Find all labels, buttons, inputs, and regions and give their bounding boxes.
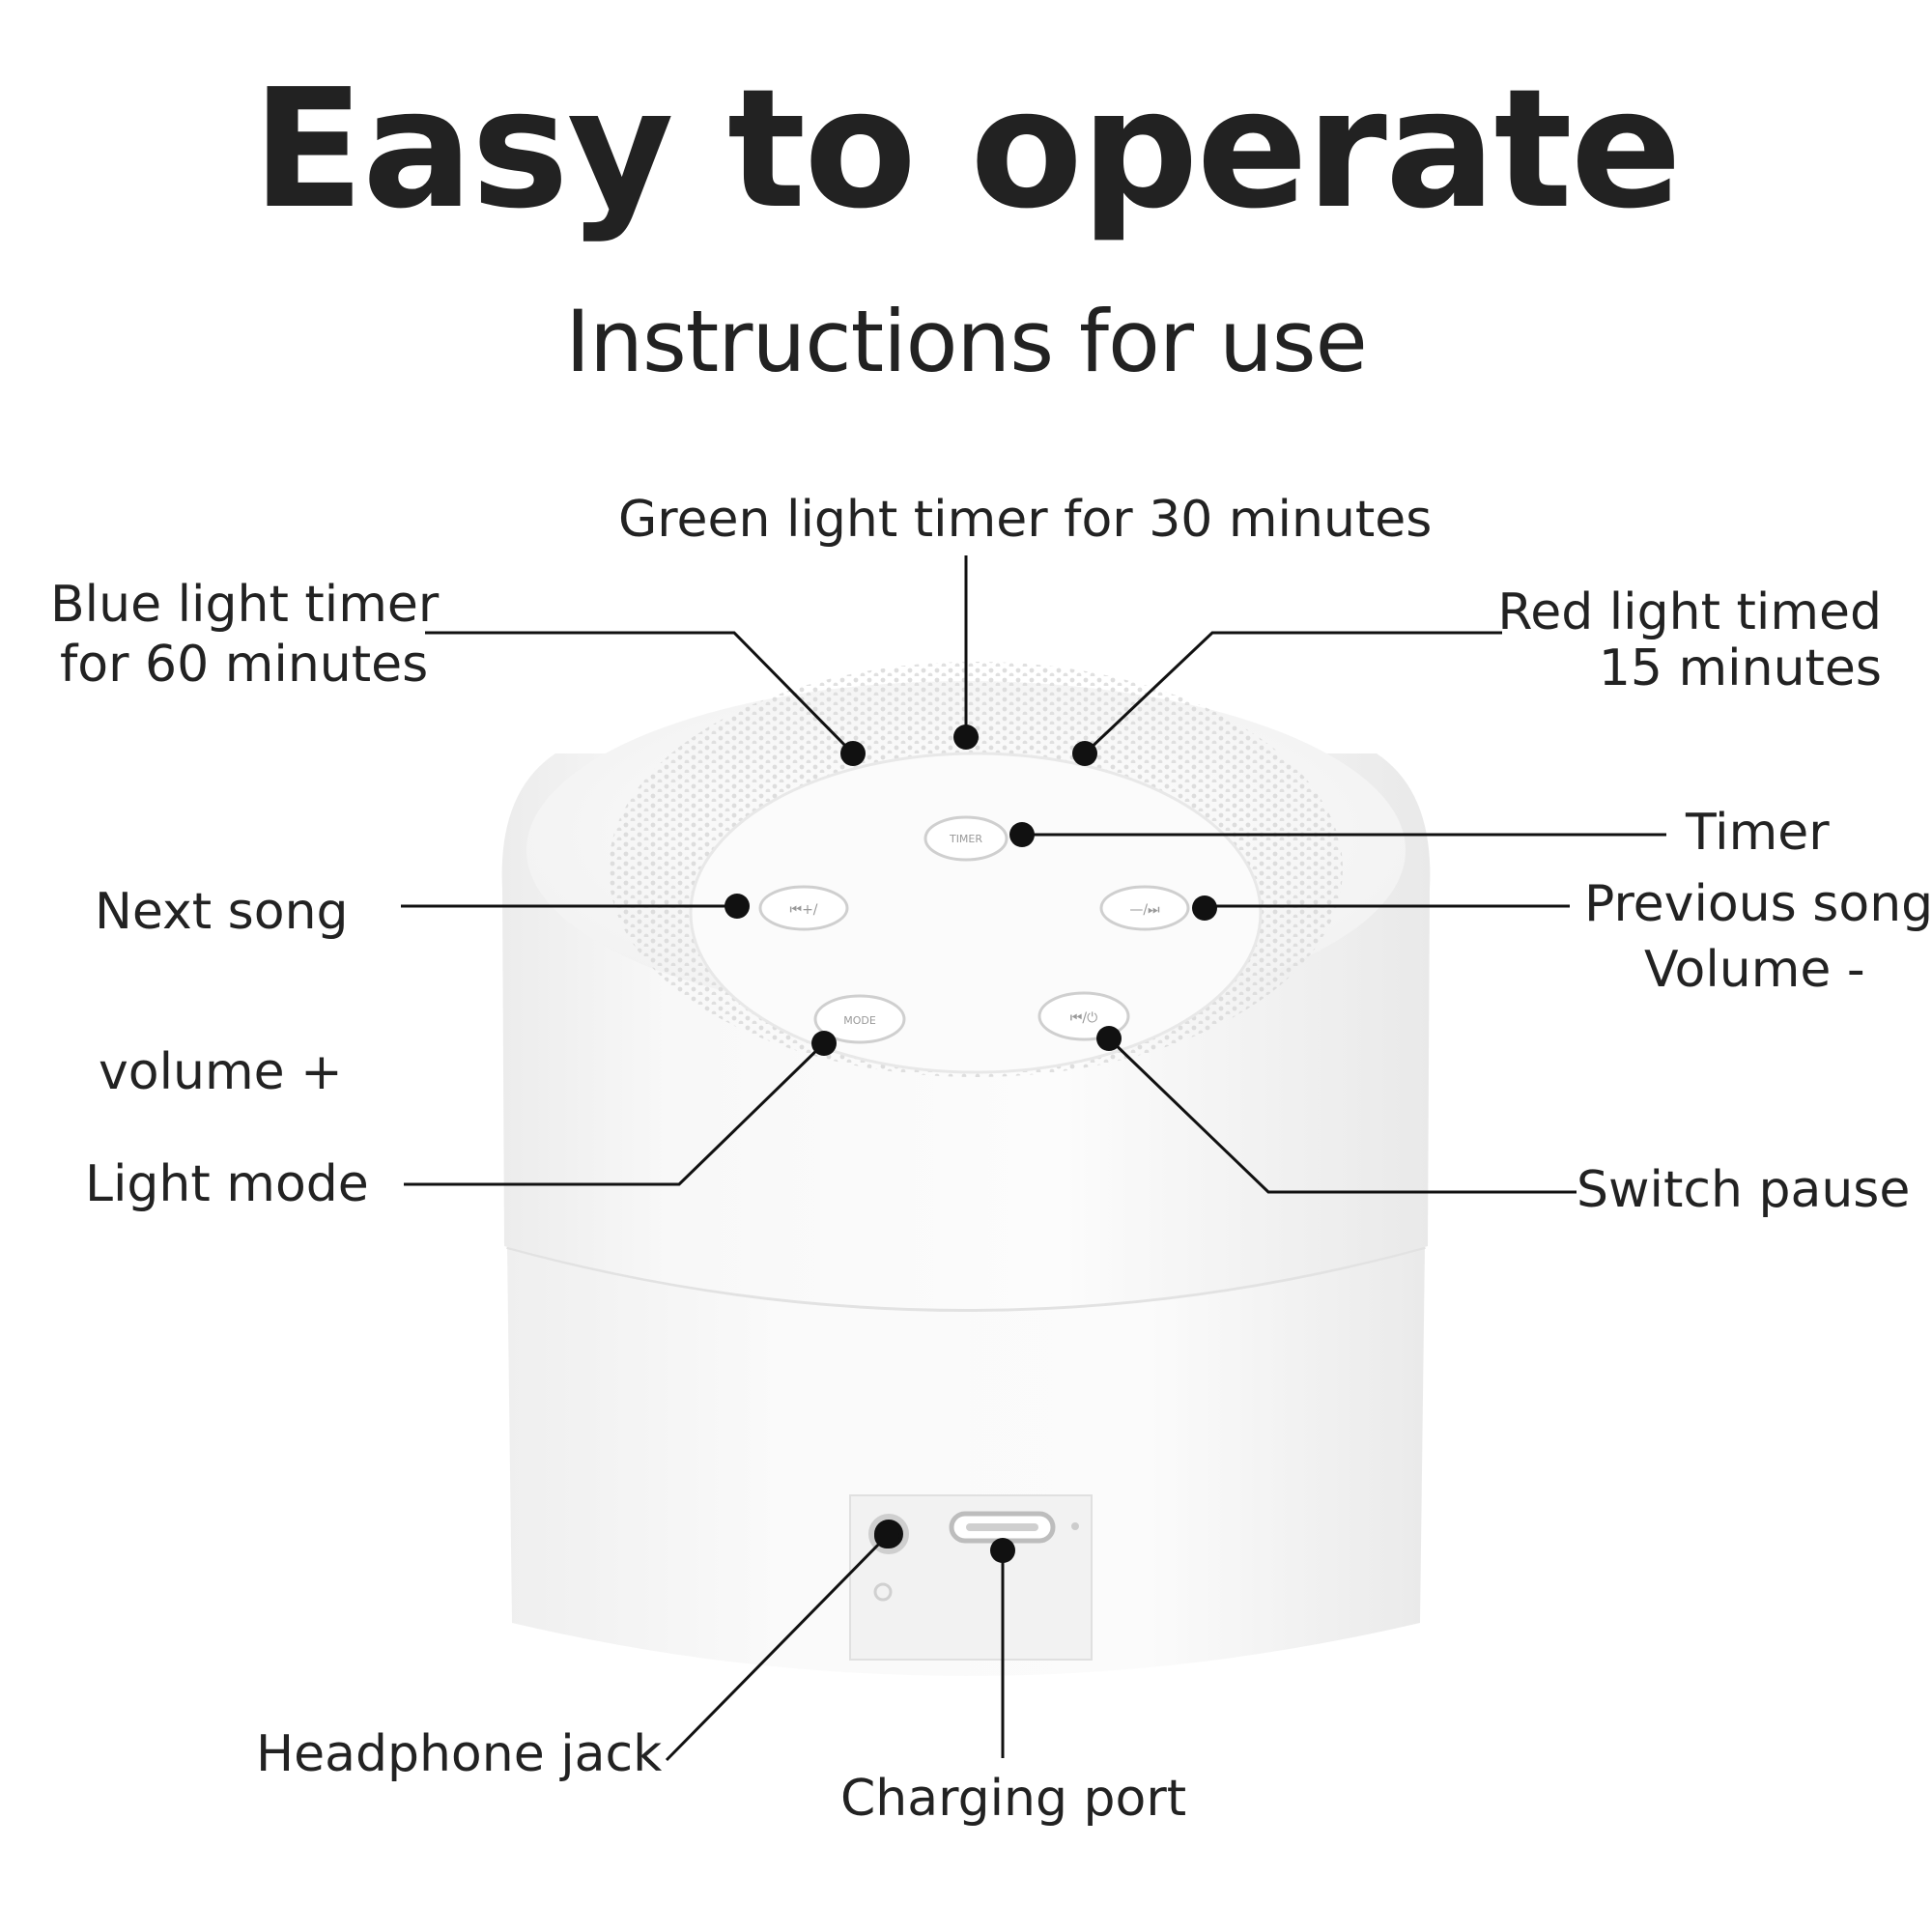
- label-blue-timer-line1: Blue light timer: [50, 576, 440, 634]
- label-red-timer-line1: Red light timed: [1497, 583, 1882, 641]
- device-body: [501, 662, 1431, 1676]
- leader-lines: [401, 555, 1666, 1762]
- leader-light-mode: [404, 1041, 826, 1186]
- light-mode-button[interactable]: MODE: [813, 994, 906, 1044]
- previous-song-button-text: —/⏭: [1129, 902, 1160, 918]
- dot-next-song: [724, 894, 750, 919]
- dot-timer: [1009, 822, 1035, 847]
- label-volume-minus: Volume -: [1644, 941, 1865, 999]
- callout-dots: [724, 724, 1217, 1563]
- dot-red-timer: [1072, 741, 1097, 766]
- dot-light-mode: [811, 1031, 837, 1056]
- label-green-timer: Green light timer for 30 minutes: [618, 491, 1433, 549]
- leader-red-timer: [1083, 631, 1502, 755]
- label-volume-plus: volume +: [99, 1043, 343, 1101]
- label-red-timer-line2: 15 minutes: [1598, 639, 1882, 697]
- light-mode-button-text: MODE: [843, 1014, 876, 1027]
- timer-button[interactable]: TIMER: [923, 815, 1009, 862]
- label-light-mode: Light mode: [85, 1155, 369, 1213]
- leader-switch-pause: [1107, 1037, 1577, 1194]
- previous-song-button[interactable]: —/⏭: [1099, 885, 1190, 931]
- label-timer: Timer: [1686, 804, 1830, 862]
- dot-previous-song: [1192, 895, 1217, 921]
- dot-blue-timer: [840, 741, 866, 766]
- dot-green-timer: [953, 724, 979, 750]
- page-subtitle: Instructions for use: [565, 292, 1368, 391]
- dot-headphone-jack: [874, 1523, 899, 1548]
- label-previous-song: Previous song: [1584, 875, 1932, 933]
- leader-headphone-jack: [665, 1534, 889, 1762]
- label-charging-port: Charging port: [840, 1770, 1187, 1828]
- next-song-button-text: ⏮+/: [789, 902, 817, 918]
- next-song-button[interactable]: ⏮+/: [758, 885, 849, 931]
- timer-button-text: TIMER: [949, 833, 982, 845]
- dot-charging-port: [990, 1538, 1015, 1563]
- leader-blue-timer: [425, 631, 855, 755]
- label-next-song: Next song: [95, 883, 349, 941]
- page-title: Easy to operate: [251, 54, 1682, 245]
- label-switch-pause: Switch pause: [1577, 1161, 1911, 1219]
- label-headphone-jack: Headphone jack: [256, 1725, 663, 1783]
- switch-pause-button-text: ⏮/⏻: [1070, 1010, 1097, 1026]
- label-blue-timer-line2: for 60 minutes: [60, 636, 429, 694]
- dot-switch-pause: [1096, 1026, 1122, 1051]
